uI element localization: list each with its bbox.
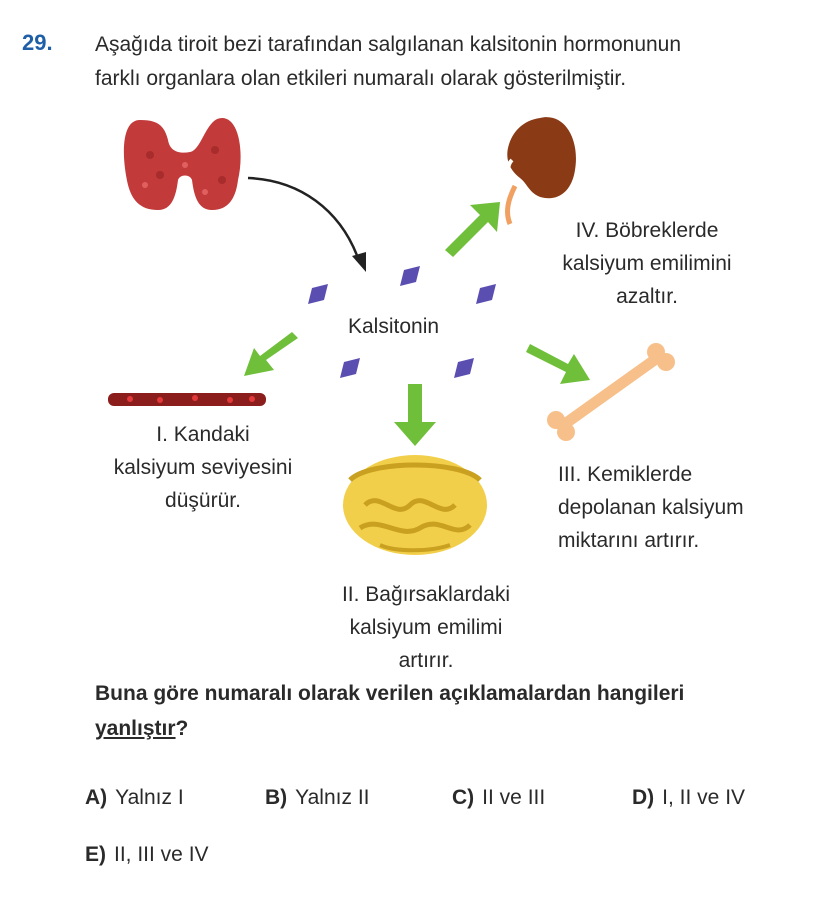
- question-prompt: Buna göre numaralı olarak verilen açıkla…: [95, 676, 684, 746]
- option-a-text: Yalnız I: [115, 786, 184, 809]
- thyroid-gland-icon: [123, 118, 241, 210]
- option-a[interactable]: A) Yalnız I: [85, 786, 184, 810]
- option-b-text: Yalnız II: [295, 786, 370, 809]
- stem-line-1: Aşağıda tiroit bezi tarafından salgılana…: [95, 33, 682, 56]
- effect-label-IV: IV. Böbreklerde kalsiyum emilimini azalt…: [536, 214, 758, 313]
- option-c-letter: C): [452, 786, 475, 809]
- prompt-line-1: Buna göre numaralı olarak verilen açıkla…: [95, 682, 685, 705]
- option-d-letter: D): [632, 786, 655, 809]
- effect-label-I: I. Kandaki kalsiyum seviyesini düşürür.: [96, 418, 310, 517]
- effect-label-III: III. Kemiklerde depolanan kalsiyum mikta…: [558, 458, 744, 557]
- bone-icon: [547, 343, 675, 441]
- option-e-text: II, III ve IV: [114, 843, 209, 866]
- calcitonin-diagram: Kalsitonin I. Kandaki kalsiyum seviyesin…: [0, 100, 834, 680]
- option-b[interactable]: B) Yalnız II: [265, 786, 369, 810]
- label-II-line-2: kalsiyum emilimi: [349, 616, 503, 639]
- green-arrow-icons: [244, 202, 590, 446]
- prompt-line-2: yanlıştır?: [95, 711, 684, 746]
- option-a-letter: A): [85, 786, 108, 809]
- option-e-letter: E): [85, 843, 106, 866]
- option-c-text: II ve III: [482, 786, 546, 809]
- label-II-line-3: artırır.: [398, 649, 454, 672]
- option-d[interactable]: D) I, II ve IV: [632, 786, 745, 810]
- diagram-artwork: [108, 117, 675, 555]
- option-c[interactable]: C) II ve III: [452, 786, 545, 810]
- option-b-letter: B): [265, 786, 288, 809]
- label-II-line-1: II. Bağırsaklardaki: [341, 583, 511, 606]
- label-III-line-1: III. Kemiklerde: [558, 463, 693, 486]
- prompt-underlined-word: yanlıştır: [95, 717, 176, 740]
- label-I-line-1: I. Kandaki: [156, 423, 250, 446]
- prompt-question-mark: ?: [175, 717, 189, 740]
- question-number: 29.: [22, 30, 53, 55]
- intestine-icon: [343, 455, 487, 555]
- effect-label-II: II. Bağırsaklardaki kalsiyum emilimi art…: [316, 578, 536, 677]
- question-stem: Aşağıda tiroit bezi tarafından salgılana…: [95, 28, 815, 96]
- label-III-line-2: depolanan kalsiyum: [558, 496, 744, 519]
- label-I-line-2: kalsiyum seviyesini: [113, 456, 293, 479]
- label-III-line-3: miktarını artırır.: [558, 529, 700, 552]
- label-IV-line-3: azaltır.: [616, 285, 678, 308]
- secretion-arrow-icon: [247, 176, 366, 272]
- hormone-label: Kalsitonin: [348, 315, 440, 338]
- stem-line-2: farklı organlara olan etkileri numaralı …: [95, 67, 627, 90]
- label-I-line-3: düşürür.: [165, 489, 241, 512]
- label-IV-line-2: kalsiyum emilimini: [562, 252, 732, 275]
- hormone-molecule-icons: [308, 266, 496, 378]
- kidney-icon: [505, 117, 576, 225]
- label-IV-line-1: IV. Böbreklerde: [575, 219, 719, 242]
- blood-vessel-icon: [108, 393, 266, 406]
- option-e[interactable]: E) II, III ve IV: [85, 843, 209, 867]
- option-d-text: I, II ve IV: [662, 786, 746, 809]
